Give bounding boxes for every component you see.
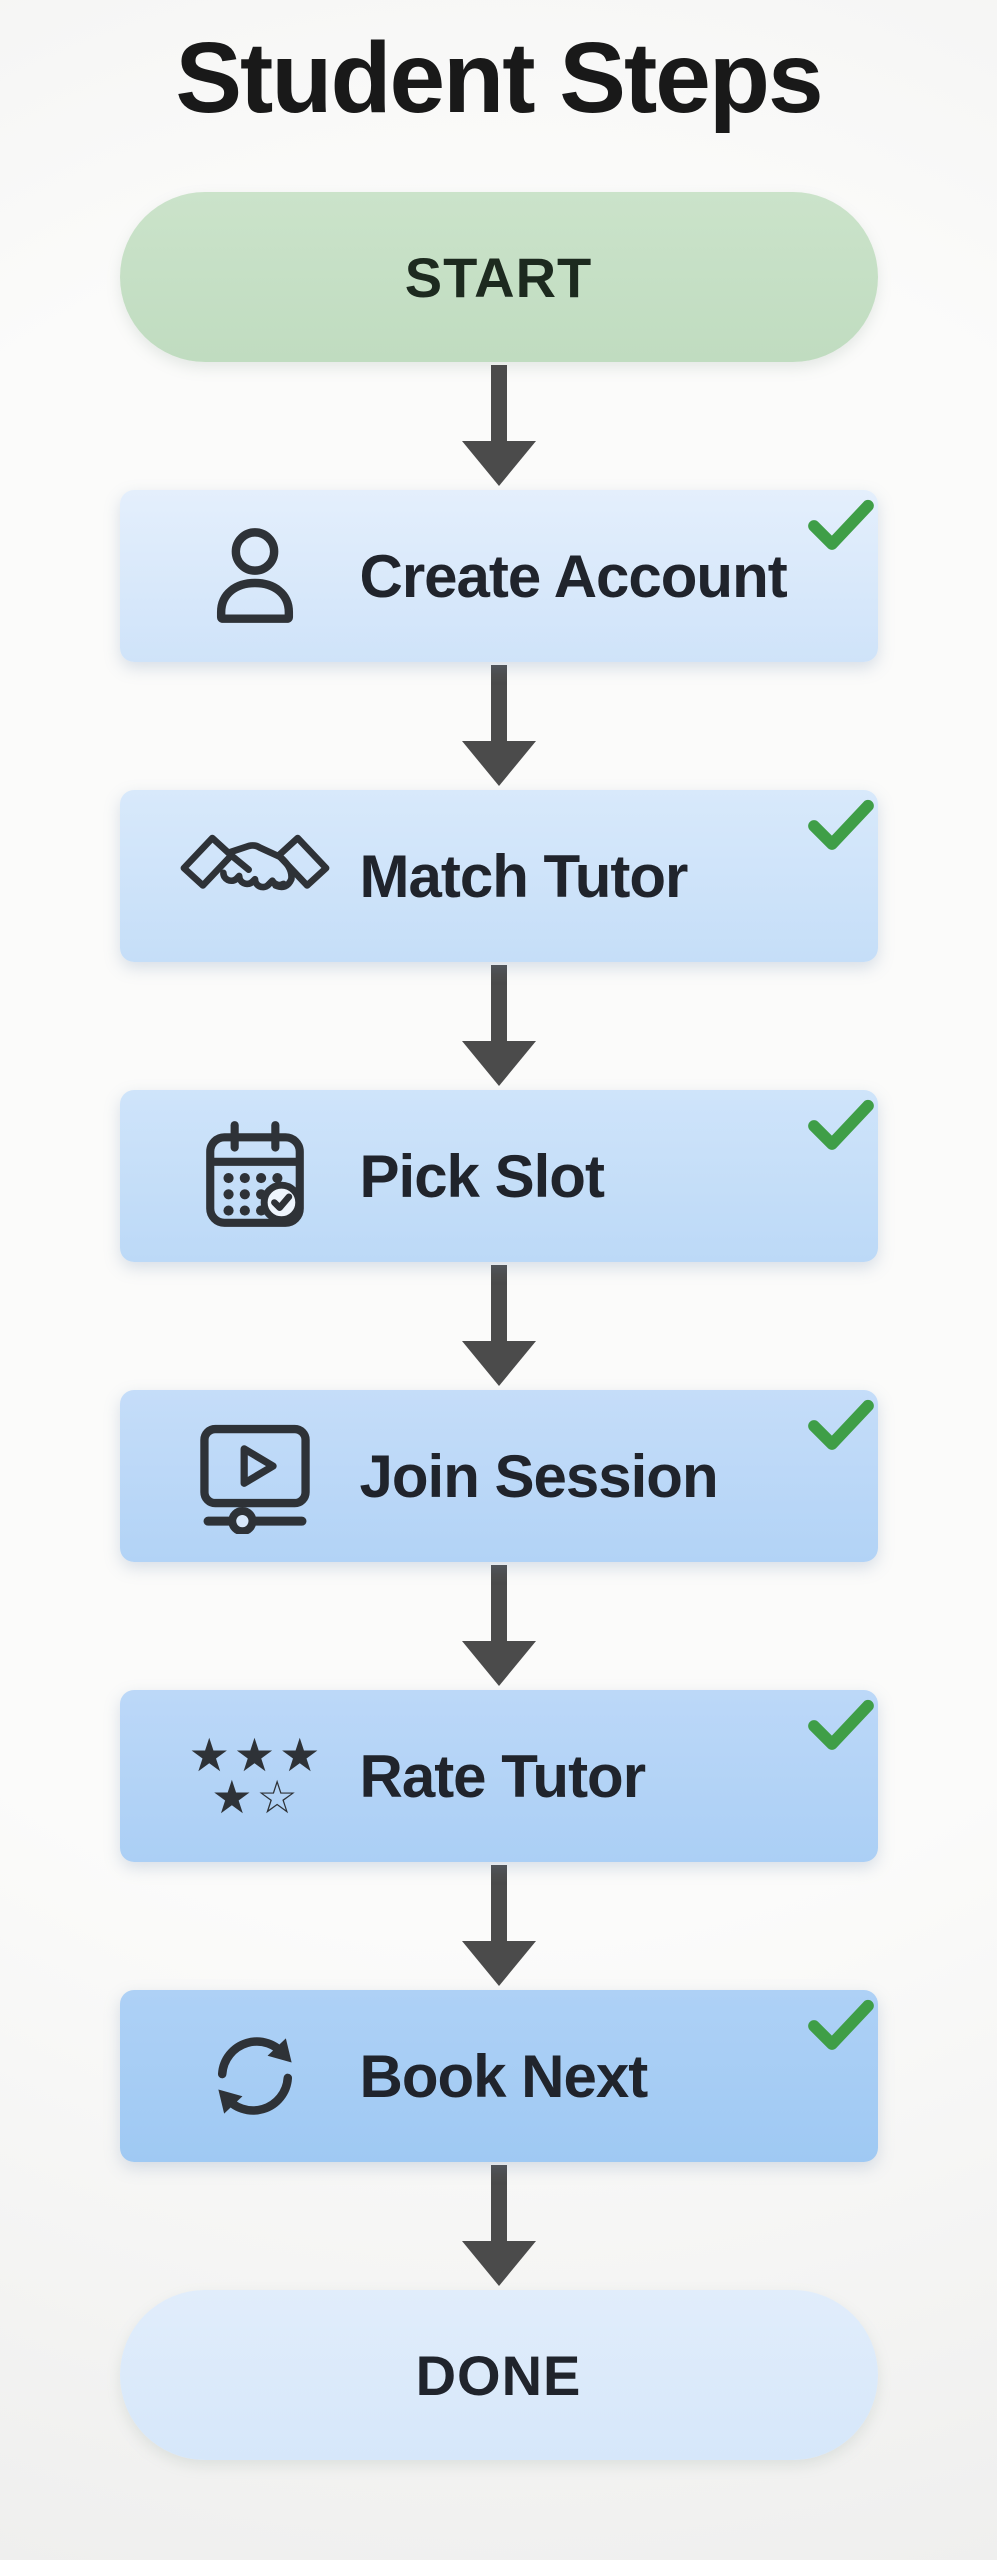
step-book-next: Book Next [119, 1990, 880, 2162]
step-label: Book Next [359, 2042, 649, 2110]
arrow-down-icon [454, 664, 544, 788]
stars-row-bottom: ★☆ [211, 1770, 302, 1824]
arrow-down-icon [454, 364, 544, 488]
arrow-down-icon [454, 1264, 544, 1388]
checkmark-icon [802, 1396, 880, 1462]
checkmark-icon [802, 796, 880, 862]
start-node: START [119, 192, 878, 362]
step-label: Join Session [359, 1442, 719, 1510]
done-node: DONE [119, 2290, 878, 2460]
arrow-down-icon [454, 964, 544, 1088]
step-rate-tutor: ★★★ ★☆ Rate Tutor [119, 1690, 880, 1862]
monitor-play-icon [176, 1418, 334, 1534]
start-label: START [404, 245, 593, 309]
checkmark-icon [802, 496, 880, 562]
step-label: Pick Slot [359, 1142, 605, 1210]
done-label: DONE [415, 2343, 582, 2407]
checkmark-icon [802, 1096, 880, 1162]
page-title: Student Steps [175, 22, 823, 134]
handshake-icon [176, 824, 334, 928]
stars-row-top: ★★★ [188, 1727, 325, 1782]
step-label: Rate Tutor [359, 1742, 647, 1810]
calendar-icon [176, 1117, 334, 1235]
step-create-account: Create Account [119, 490, 880, 662]
stars-icon: ★★★ ★☆ [176, 1727, 334, 1824]
refresh-icon [176, 2022, 334, 2130]
arrow-down-icon [454, 2164, 544, 2288]
arrow-down-icon [454, 1864, 544, 1988]
arrow-down-icon [454, 1564, 544, 1688]
step-label: Create Account [359, 542, 788, 610]
checkmark-icon [802, 1696, 880, 1762]
step-label: Match Tutor [359, 842, 689, 910]
checkmark-icon [802, 1996, 880, 2062]
step-match-tutor: Match Tutor [119, 790, 880, 962]
step-join-session: Join Session [119, 1390, 880, 1562]
step-pick-slot: Pick Slot [119, 1090, 880, 1262]
person-icon [176, 520, 334, 632]
